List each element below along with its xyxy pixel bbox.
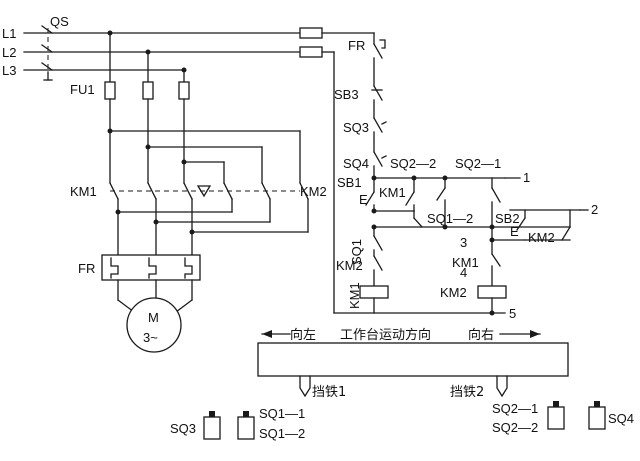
label-left-direction: 向左: [290, 327, 316, 343]
node-2: 2: [591, 202, 598, 217]
label-km1-vertical: KM1: [347, 282, 362, 309]
label-sq1-2-mid: SQ1—2: [427, 211, 473, 226]
label-sq4: SQ4: [343, 156, 369, 171]
label-km1-main: KM1: [70, 184, 97, 199]
legend-sq2-1: SQ2—1: [492, 401, 538, 416]
legend-sq1-1: SQ1—1: [259, 406, 305, 421]
node-1: 1: [523, 170, 530, 185]
label-motor-phase: 3~: [143, 330, 158, 345]
label-sq2-1-top: SQ2—1: [455, 156, 501, 171]
label-sq2-2-top: SQ2—2: [390, 156, 436, 171]
label-sq1-vertical: SQ1: [349, 239, 364, 265]
label-stop-1: 挡铁1: [312, 385, 346, 400]
label-right-direction: 向右: [468, 327, 494, 343]
power-lines: [23, 25, 301, 81]
label-fu1: FU1: [70, 82, 95, 97]
label-km2-main: KM2: [300, 184, 327, 199]
legend-sq3: SQ3: [170, 421, 196, 436]
node-5: 5: [509, 306, 516, 321]
label-km1-right: KM1: [452, 255, 479, 270]
label-sb1: SB1: [337, 175, 362, 190]
label-km2-coil: KM2: [440, 285, 467, 300]
label-table-direction-title: 工作台运动方向: [340, 327, 431, 343]
label-sb3: SB3: [334, 87, 359, 102]
labels: L1 L2 L3 QS FU1 FR SB3 SQ3 SQ4 SQ2—2 SQ2…: [2, 14, 634, 441]
legend-sq2-2: SQ2—2: [492, 420, 538, 435]
label-l2: L2: [2, 45, 16, 60]
label-fr-main: FR: [78, 261, 95, 276]
label-qs: QS: [50, 14, 69, 29]
label-sb2: SB2: [495, 211, 520, 226]
control-circuit: [359, 39, 589, 316]
label-l1: L1: [2, 26, 16, 41]
limit-switch-icons: [203, 401, 606, 440]
node-3: 3: [460, 235, 467, 250]
label-stop-2: 挡铁2: [450, 385, 484, 400]
label-km2-left: KM2: [336, 258, 363, 273]
label-motor-m: M: [148, 310, 159, 325]
label-km2-ctrl: KM2: [528, 230, 555, 245]
legend-sq4: SQ4: [608, 411, 634, 426]
label-sq3: SQ3: [343, 120, 369, 135]
label-l3: L3: [2, 63, 16, 78]
label-e1: E: [359, 192, 368, 207]
node-4: 4: [460, 265, 467, 280]
worktable: [257, 330, 569, 398]
legend-sq1-2: SQ1—2: [259, 426, 305, 441]
label-e2: E: [510, 224, 519, 239]
main-circuit: [101, 30, 309, 353]
control-fuses: [299, 27, 506, 314]
label-fr-top: FR: [348, 38, 365, 53]
label-km1-ctrl: KM1: [379, 185, 406, 200]
